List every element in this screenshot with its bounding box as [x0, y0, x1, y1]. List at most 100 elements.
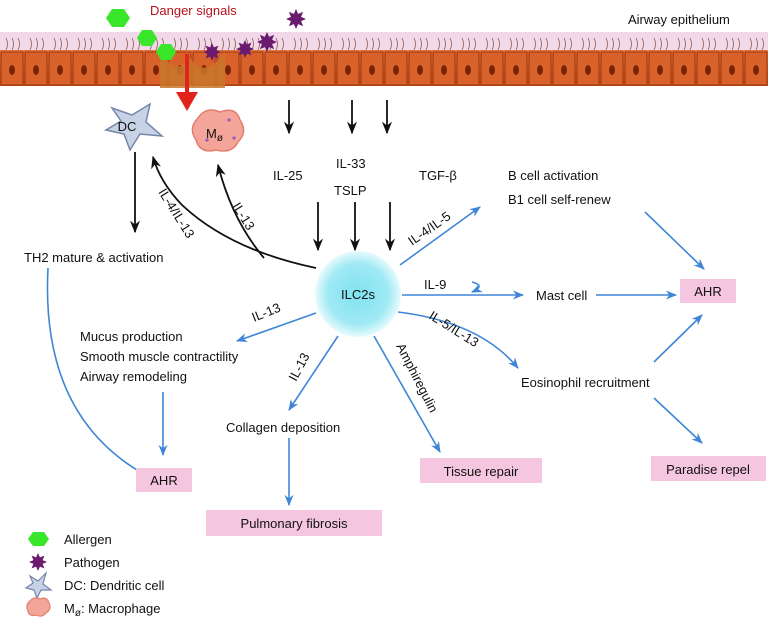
epithelial-nucleus	[705, 65, 711, 75]
epithelial-nucleus	[417, 65, 423, 75]
epithelial-cilia	[677, 37, 692, 51]
amphiregulin-arrow	[373, 335, 441, 453]
b-cell-to-ahr-arrow	[644, 211, 705, 270]
epithelial-cilia	[461, 37, 476, 51]
epithelial-nucleus	[57, 65, 63, 75]
epithelial-cilia	[437, 37, 452, 51]
smooth-muscle-label: Smooth muscle contractility	[80, 349, 239, 364]
epithelial-cilia	[341, 37, 356, 51]
ilc2-cell	[315, 251, 401, 337]
epithelial-cilia	[365, 37, 380, 51]
paradise-repel-label: Paradise repel	[666, 462, 750, 477]
epithelial-cilia	[605, 37, 620, 51]
epithelial-nucleus	[729, 65, 735, 75]
epithelial-nucleus	[369, 65, 375, 75]
pathogen-icon	[286, 9, 306, 29]
il33-label: IL-33	[336, 156, 366, 171]
epithelial-nucleus	[681, 65, 687, 75]
epithelial-cilia	[101, 37, 116, 51]
epithelial-nucleus	[537, 65, 543, 75]
epithelial-nucleus	[81, 65, 87, 75]
epithelial-nucleus	[441, 65, 447, 75]
pulmonary-fibrosis-box	[206, 510, 382, 536]
legend-macrophage-icon	[26, 597, 51, 617]
epithelial-nucleus	[465, 65, 471, 75]
epithelial-cilia	[629, 37, 644, 51]
amphiregulin-label: Amphiregulin	[393, 341, 441, 415]
epithelial-cilia	[53, 37, 68, 51]
pathogen-icon	[257, 32, 277, 52]
tissue-repair-box	[420, 458, 542, 483]
epithelial-cilia	[485, 37, 500, 51]
il25-label: IL-25	[273, 168, 303, 183]
epithelial-cilia	[653, 37, 668, 51]
ahr-right-box	[680, 279, 736, 303]
pulmonary-fibrosis-label: Pulmonary fibrosis	[241, 516, 348, 531]
epithelial-nucleus	[513, 65, 519, 75]
il5-il13-arrow	[397, 311, 519, 369]
ahr-right-label: AHR	[694, 284, 721, 299]
eosinophil-label: Eosinophil recruitment	[521, 375, 650, 390]
ahr-left-box	[136, 468, 192, 492]
epithelial-nucleus	[753, 65, 759, 75]
ilc2-to-macrophage-arrow	[215, 163, 265, 259]
epithelial-cilia	[581, 37, 596, 51]
il9-autocrine-arrow	[470, 281, 484, 293]
allergen-icon	[156, 44, 176, 60]
legend: Allergen Pathogen DC: Dendritic cell Mø:…	[24, 532, 165, 619]
legend-pathogen-icon	[29, 553, 47, 571]
il13-collagen-arrow	[288, 335, 339, 411]
dc-label: DC	[118, 119, 137, 134]
epithelial-nucleus	[273, 65, 279, 75]
epithelial-cilia	[173, 37, 188, 51]
epithelial-cilia	[749, 37, 764, 51]
ilc2-label: ILC2s	[341, 287, 375, 302]
epithelial-cilia	[5, 37, 20, 51]
epithelial-nucleus	[297, 65, 303, 75]
allergen-icon	[137, 30, 157, 46]
il13-macrophage-label: IL-13	[229, 200, 257, 233]
tslp-label: TSLP	[334, 183, 367, 198]
il13-collagen-label: IL-13	[285, 350, 312, 383]
il4-il5-arrow	[399, 206, 481, 266]
epithelial-nucleus	[345, 65, 351, 75]
epithelial-nucleus	[657, 65, 663, 75]
legend-dc-icon	[24, 570, 53, 600]
airway-remodeling-label: Airway remodeling	[80, 369, 187, 384]
epithelial-nucleus	[393, 65, 399, 75]
epithelial-nucleus	[609, 65, 615, 75]
legend-pathogen-label: Pathogen	[64, 555, 120, 570]
dendritic-cell-icon	[104, 102, 165, 152]
epithelial-cilia	[317, 37, 332, 51]
epithelial-cilia	[221, 37, 236, 51]
epithelial-cilia	[557, 37, 572, 51]
allergen-icon	[106, 9, 130, 27]
epithelial-cilia	[725, 37, 740, 51]
ahr-left-label: AHR	[150, 473, 177, 488]
eosinophil-to-ahr-arrow	[653, 314, 703, 363]
epithelial-cilia	[77, 37, 92, 51]
macrophage-icon	[191, 109, 245, 152]
epithelial-cilia	[293, 37, 308, 51]
legend-allergen-icon	[28, 532, 49, 546]
ilc2-to-dc-arrow	[151, 155, 317, 269]
epithelial-cilia	[389, 37, 404, 51]
il9-label: IL-9	[424, 277, 446, 292]
epithelial-nucleus	[561, 65, 567, 75]
legend-macrophage-label: Mø: Macrophage	[64, 601, 160, 619]
epithelial-nucleus	[105, 65, 111, 75]
epithelial-nucleus	[489, 65, 495, 75]
epithelial-cilia	[413, 37, 428, 51]
pathogen-icon	[236, 40, 254, 58]
legend-pathogen-star	[29, 553, 47, 571]
epithelial-nucleus	[321, 65, 327, 75]
epithelial-nucleus	[9, 65, 15, 75]
il4-il5-label: IL-4/IL-5	[405, 208, 453, 248]
il5-il13-label: IL-5/IL-13	[426, 308, 481, 350]
mast-cell-label: Mast cell	[536, 288, 587, 303]
airway-epithelium-layer	[0, 32, 768, 88]
epithelial-cilia	[29, 37, 44, 51]
tgfb-label: TGF-β	[419, 168, 457, 183]
